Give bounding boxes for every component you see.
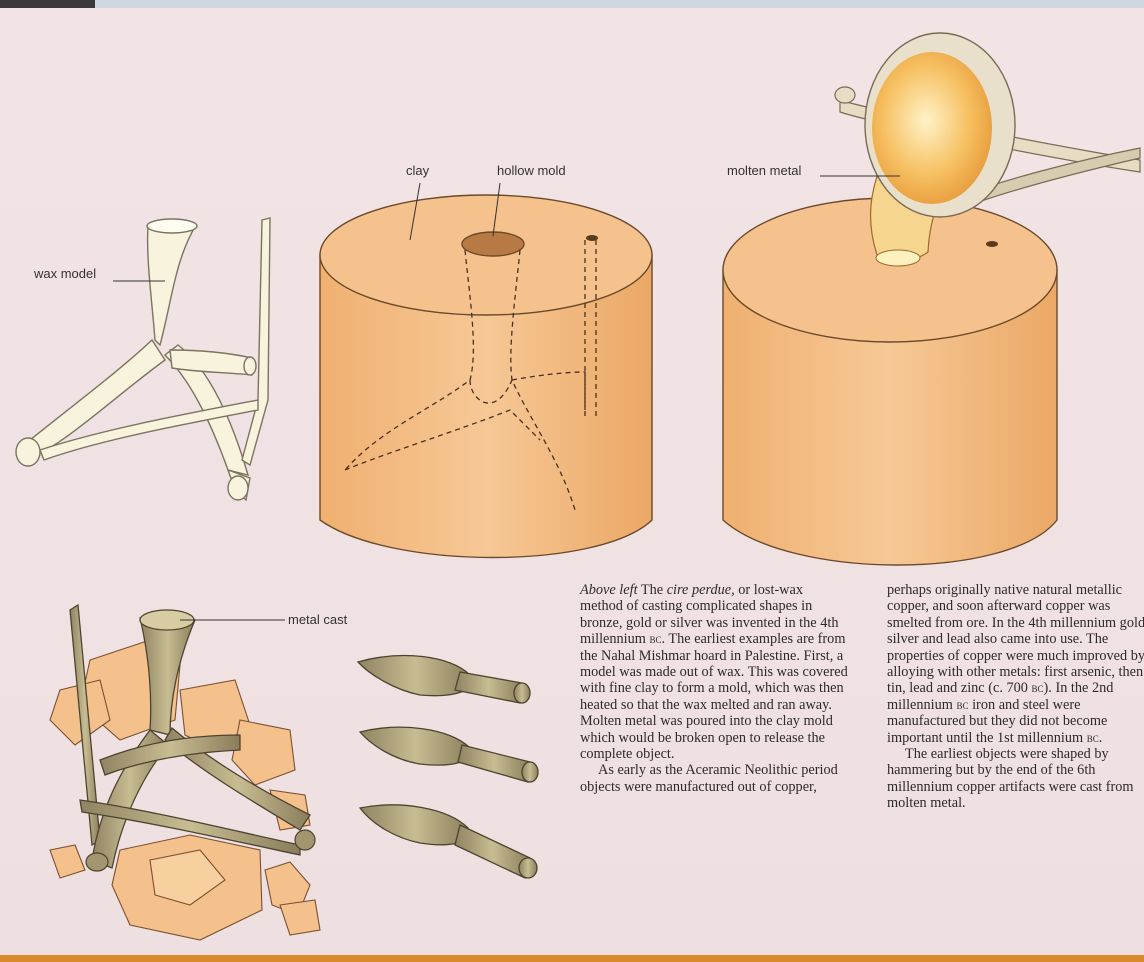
spearheads-figure — [358, 656, 538, 878]
label-wax-model: wax model — [34, 266, 96, 281]
spearhead-3 — [360, 805, 537, 878]
body-paragraph-2: The earliest objects were shaped by hamm… — [887, 746, 1144, 812]
wax-model-figure — [16, 218, 270, 500]
caption-paragraph: Above left The cire perdue, or lost-wax … — [580, 582, 848, 762]
caption-column: Above left The cire perdue, or lost-wax … — [580, 582, 848, 795]
label-metal-cast: metal cast — [288, 612, 347, 627]
bottom-edge-strip — [0, 955, 1144, 962]
clay-mold-figure — [320, 195, 652, 558]
caption-paragraph-2: As early as the Aceramic Neolithic perio… — [580, 762, 848, 795]
label-clay: clay — [406, 163, 429, 178]
caption-term: cire perdue, — [667, 582, 735, 598]
label-hollow-mold: hollow mold — [497, 163, 566, 178]
label-molten-metal: molten metal — [727, 163, 801, 178]
spearhead-2 — [360, 727, 538, 782]
body-paragraph: perhaps originally native natural metall… — [887, 582, 1144, 746]
pouring-mold-figure — [723, 155, 1057, 565]
body-text-column: perhaps originally native natural metall… — [887, 582, 1144, 812]
spearhead-1 — [358, 656, 530, 703]
metal-cast-figure — [50, 605, 320, 940]
caption-lead: Above left — [580, 582, 638, 598]
